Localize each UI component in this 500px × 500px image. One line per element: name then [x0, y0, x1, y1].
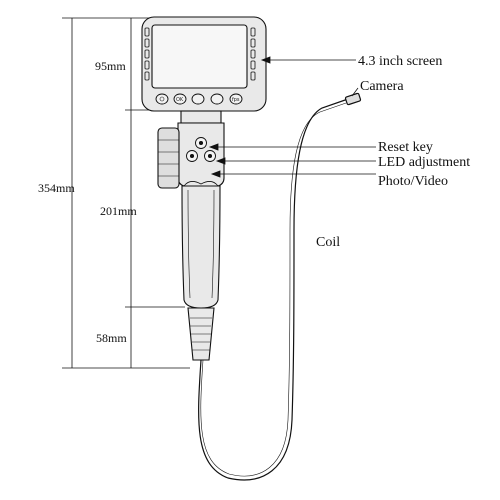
button-row [155, 93, 243, 105]
playback-button[interactable] [210, 93, 224, 105]
screen-unit [141, 16, 267, 112]
dim-58mm: 58mm [96, 331, 127, 345]
handle-buttons [186, 137, 216, 162]
callout-led-adjustment: LED adjustment [378, 155, 470, 170]
control-block [177, 122, 225, 187]
dimension-lines [62, 17, 190, 369]
callout-reset-key: Reset key [378, 140, 433, 155]
camera-tip [344, 92, 362, 106]
handle [157, 110, 225, 361]
power-icon [159, 96, 165, 102]
menu-button[interactable] [191, 93, 205, 105]
vent-right [250, 27, 256, 81]
dim-95mm: 95mm [95, 59, 126, 73]
vent-left [144, 27, 150, 81]
fps-button[interactable] [229, 93, 243, 105]
ok-button[interactable] [173, 93, 187, 105]
callout-screen: 4.3 inch screen [358, 54, 442, 69]
callout-photo-video: Photo/Video [378, 174, 448, 189]
display-screen [151, 24, 248, 89]
callout-coil: Coil [316, 235, 340, 250]
cable [198, 92, 362, 481]
dim-354mm: 354mm [38, 181, 75, 195]
power-button[interactable] [155, 93, 169, 105]
dim-201mm: 201mm [100, 204, 137, 218]
callout-leaders [208, 56, 376, 178]
callout-camera: Camera [360, 79, 404, 94]
cable-lower [198, 98, 349, 481]
ok-button-label: OK [176, 97, 184, 103]
neck [180, 110, 222, 124]
articulation-knob[interactable] [157, 127, 180, 189]
fps-button-label: fps [232, 97, 240, 103]
grip [181, 185, 221, 309]
